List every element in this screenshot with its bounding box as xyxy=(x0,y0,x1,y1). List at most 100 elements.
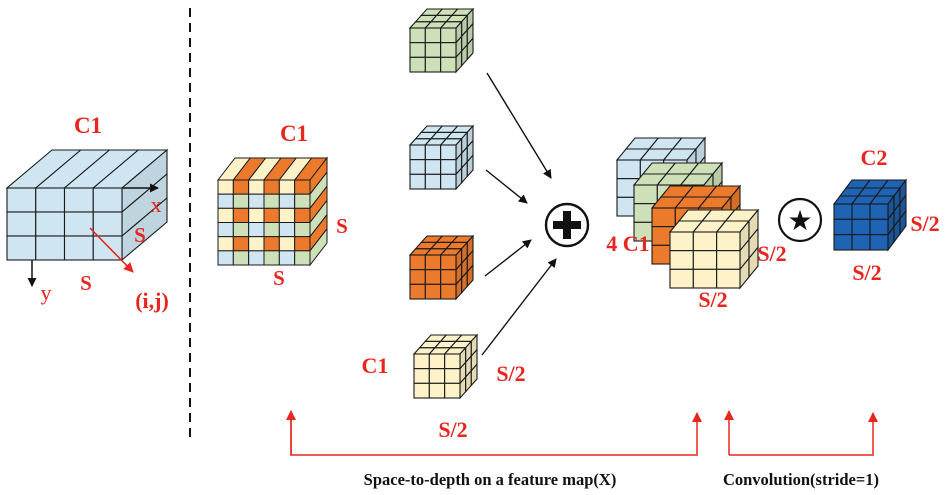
sub-cube-side-label: S/2 xyxy=(496,361,525,386)
output-cube-front-cell xyxy=(851,234,871,251)
blue-sub-cube-front-cell xyxy=(440,159,457,175)
cream-sub-cube-front-cell xyxy=(428,382,446,399)
mixed-side-label: S xyxy=(336,214,348,238)
sub-cube-orange xyxy=(408,234,475,301)
output-cube-front-cell xyxy=(833,218,853,236)
cream-sub-cube-front-cell xyxy=(444,353,461,370)
output-side-label: S/2 xyxy=(910,211,939,236)
green-sub-cube-front-cell xyxy=(424,27,442,44)
orange-sub-cube-side-cell xyxy=(466,263,474,288)
concat-plus-icon xyxy=(544,202,590,248)
cream-sub-cube-front-cell xyxy=(413,353,430,370)
sub-cube-green xyxy=(408,7,475,74)
output-cube-front-cell xyxy=(869,234,889,251)
input-cube-front-cell xyxy=(92,187,123,213)
stack-green-front-cell xyxy=(633,184,658,205)
stack-orange-front-cell xyxy=(651,207,676,228)
green-sub-cube-front-cell xyxy=(409,42,426,58)
mixed-cube-front-cell xyxy=(263,193,280,209)
mixed-cube-front-cell xyxy=(232,207,250,223)
output-cube-front-cell xyxy=(833,203,853,220)
cream-sub-cube-front-cell xyxy=(428,368,446,384)
mixed-cube-front-cell xyxy=(248,193,265,209)
stack-cream-side-cell xyxy=(748,245,759,279)
input-cube-front-cell xyxy=(35,235,66,261)
mixed-cube-front-cell xyxy=(248,236,265,252)
stack-cream-front-cell xyxy=(669,231,694,252)
space-to-depth-bracket xyxy=(286,410,702,456)
green-sub-cube-side-cell xyxy=(466,36,474,61)
input-cube-front-cell xyxy=(35,211,66,237)
mixed-cube-front-cell xyxy=(278,222,296,238)
stack-cream-front-cell xyxy=(692,268,718,289)
stack-cream-front-cell xyxy=(716,250,741,270)
stack-bottom-label: S/2 xyxy=(698,287,727,312)
concatenated-cube-stack xyxy=(615,136,760,290)
convolution-star-icon: ★ xyxy=(777,197,823,243)
mixed-cube-front-cell xyxy=(263,207,280,223)
stack-cream-front-cell xyxy=(692,231,718,252)
mixed-cube-front-cell xyxy=(263,222,280,238)
output-cube-front-cell xyxy=(833,234,853,251)
mixed-cube-front-cell xyxy=(263,236,280,252)
input-cube-front-cell xyxy=(6,235,37,261)
mixed-cube-front-cell xyxy=(217,179,234,195)
arrow-blue-to-plus xyxy=(485,169,528,204)
output-channel-label: C2 xyxy=(861,145,888,170)
mixed-cube-front-cell xyxy=(217,236,234,252)
stack-blue-front-cell xyxy=(616,159,641,180)
stack-cream-front-cell xyxy=(669,268,694,289)
orange-sub-cube-front-cell xyxy=(424,254,442,271)
arrow-cream-to-plus xyxy=(481,258,557,356)
blue-sub-cube-front-cell xyxy=(424,159,442,175)
green-sub-cube-front-cell xyxy=(440,56,457,73)
input-channel-label: C1 xyxy=(74,113,102,138)
input-cube-front-cell xyxy=(92,211,123,237)
green-sub-cube-front-cell xyxy=(409,27,426,44)
input-bottom-label: S xyxy=(80,271,92,295)
output-bottom-label: S/2 xyxy=(852,260,881,285)
orange-sub-cube-front-cell xyxy=(440,254,457,271)
stack-channel-label: 4 C1 xyxy=(606,231,649,256)
mixed-cube-front-cell xyxy=(248,222,265,238)
mixed-cube-front-cell xyxy=(232,236,250,252)
orange-sub-cube-front-cell xyxy=(424,283,442,300)
mixed-cube-front-cell xyxy=(278,236,296,252)
output-cube-side-cell xyxy=(899,209,907,236)
mixed-bottom-label: S xyxy=(273,266,285,290)
mixed-pattern-cube xyxy=(216,156,329,267)
blue-sub-cube-front-cell xyxy=(409,173,426,190)
sub-cube-light-blue xyxy=(408,124,475,191)
mixed-cube-front-cell xyxy=(294,207,311,223)
convolution-bracket xyxy=(724,410,878,456)
mixed-channel-label: C1 xyxy=(280,121,308,146)
blue-sub-cube-front-cell xyxy=(440,144,457,161)
mixed-cube-front-cell xyxy=(278,193,296,209)
cream-sub-cube-front-cell xyxy=(413,382,430,399)
input-cube-front-cell xyxy=(6,187,37,213)
stack-cream-front-cell xyxy=(669,250,694,270)
x-axis-label: x xyxy=(151,192,162,217)
blue-sub-cube-front-cell xyxy=(440,173,457,190)
input-cube-front-cell xyxy=(35,187,66,213)
cream-sub-cube-front-cell xyxy=(428,353,446,370)
mixed-cube-front-cell xyxy=(294,222,311,238)
output-cube-front-cell xyxy=(851,218,871,236)
convolution-caption: Convolution(stride=1) xyxy=(723,470,879,489)
input-side-label: S xyxy=(134,223,146,247)
mixed-cube-front-cell xyxy=(217,207,234,223)
mixed-cube-front-cell xyxy=(278,250,296,266)
mixed-cube-front-cell xyxy=(294,250,311,266)
stack-side-label: S/2 xyxy=(757,241,786,266)
mixed-cube-front-cell xyxy=(294,179,311,195)
input-cube-front-cell xyxy=(63,235,94,261)
mixed-cube-front-cell xyxy=(278,179,296,195)
input-cube-front-cell xyxy=(63,187,94,213)
mixed-cube-front-cell xyxy=(217,250,234,266)
output-cube xyxy=(832,178,908,252)
mixed-cube-front-cell xyxy=(232,222,250,238)
mixed-cube-front-cell xyxy=(217,193,234,209)
mixed-cube-front-cell xyxy=(232,179,250,195)
